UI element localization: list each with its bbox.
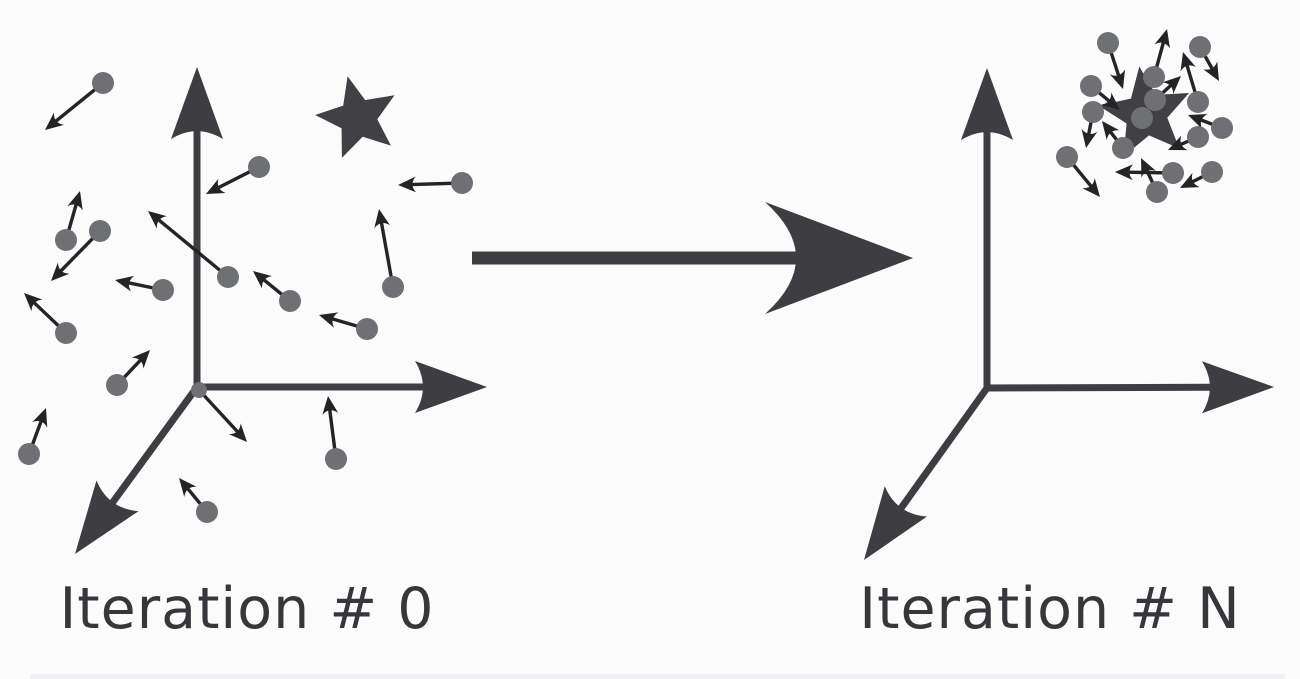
particle-dot <box>1143 66 1165 88</box>
velocity-arrow-head <box>131 350 150 369</box>
velocity-arrow-head <box>1203 61 1219 81</box>
velocity-arrow-head <box>148 211 167 229</box>
particle-dot <box>196 501 218 523</box>
iteration-0-label: Iteration # 0 <box>59 576 435 642</box>
velocity-arrow-shaft <box>156 217 230 279</box>
particle-dot <box>279 290 301 312</box>
velocity-arrow-head <box>1154 29 1171 49</box>
particle-dot <box>18 443 40 465</box>
particle-dot <box>356 318 378 340</box>
velocity-arrow-head <box>1102 121 1120 141</box>
particle-dot <box>1144 89 1166 111</box>
particle-dot <box>1162 162 1184 184</box>
star-optimum-iteration-0 <box>315 76 395 158</box>
particle-dot <box>1131 107 1153 129</box>
particle-dot <box>1211 117 1233 139</box>
particle-dot <box>382 276 404 298</box>
x-axis-arrow-iteration-n-shaft <box>986 383 1211 392</box>
particle-dot <box>92 72 114 94</box>
particle-dot <box>1056 146 1078 168</box>
velocity-arrow-head <box>24 293 43 312</box>
y-axis-arrow-iteration-n-head <box>961 68 1013 140</box>
velocity-arrow-head <box>322 396 339 415</box>
velocity-arrow-head <box>253 271 273 289</box>
particle-dot <box>152 279 174 301</box>
velocity-arrow-head <box>398 176 417 193</box>
velocity-arrow-head <box>67 191 83 211</box>
velocity-arrow-head <box>1081 128 1098 148</box>
velocity-arrow-head <box>51 262 70 281</box>
x-axis-arrow-iteration-n-head <box>1201 361 1274 414</box>
z-axis-arrow-iteration-0-shaft <box>109 384 200 505</box>
particle-dot <box>1146 181 1168 203</box>
particle-dot <box>1082 101 1104 123</box>
iteration-n-label: Iteration # N <box>859 576 1241 642</box>
velocity-arrow-shaft <box>197 388 240 434</box>
velocity-arrow-head <box>1101 92 1120 110</box>
velocity-arrow-head <box>206 178 226 194</box>
particle-dot <box>89 220 111 242</box>
particle-dot <box>451 172 473 194</box>
particle-dot <box>1080 75 1102 97</box>
particle-dot <box>1187 126 1209 148</box>
particle-dot <box>325 448 347 470</box>
particle-dot <box>1201 161 1223 183</box>
particle-dot <box>1097 32 1119 54</box>
z-axis-arrow-iteration-n-shaft <box>898 385 990 511</box>
velocity-arrow-head <box>32 408 48 428</box>
velocity-arrow-head <box>115 275 135 292</box>
z-axis-arrow-iteration-0-head <box>75 480 139 554</box>
velocity-arrow-head <box>1115 164 1134 181</box>
velocity-arrow-shaft <box>379 221 395 288</box>
velocity-arrow-head <box>1180 172 1200 188</box>
particle-dot <box>1189 36 1211 58</box>
particle-dot <box>55 229 77 251</box>
particle-dot <box>1187 91 1209 113</box>
bottom-edge-artifact <box>30 674 1285 679</box>
velocity-arrow-head <box>1180 52 1196 72</box>
velocity-arrow-head <box>179 478 197 497</box>
transition-arrow-head <box>765 202 913 314</box>
velocity-arrow-head <box>1168 135 1188 151</box>
velocity-arrow-head <box>1141 158 1156 178</box>
particle-dot <box>217 266 239 288</box>
y-axis-arrow-iteration-0-head <box>171 67 223 139</box>
velocity-arrow-head <box>1188 113 1208 129</box>
velocity-arrow-head <box>1162 76 1181 95</box>
velocity-arrow-head <box>45 112 65 130</box>
particle-dot <box>191 382 207 398</box>
velocity-arrow-head <box>228 423 247 442</box>
particle-dot <box>248 156 270 178</box>
z-axis-arrow-iteration-n-head <box>864 486 928 560</box>
velocity-arrow-head <box>1082 178 1100 197</box>
velocity-arrow-head <box>374 209 391 229</box>
particle-dot <box>1112 137 1134 159</box>
velocity-arrow-head <box>319 312 339 328</box>
velocity-arrow-head <box>1109 69 1126 89</box>
particle-dot <box>55 322 77 344</box>
particle-dot <box>106 374 128 396</box>
x-axis-arrow-iteration-0-head <box>415 361 487 413</box>
